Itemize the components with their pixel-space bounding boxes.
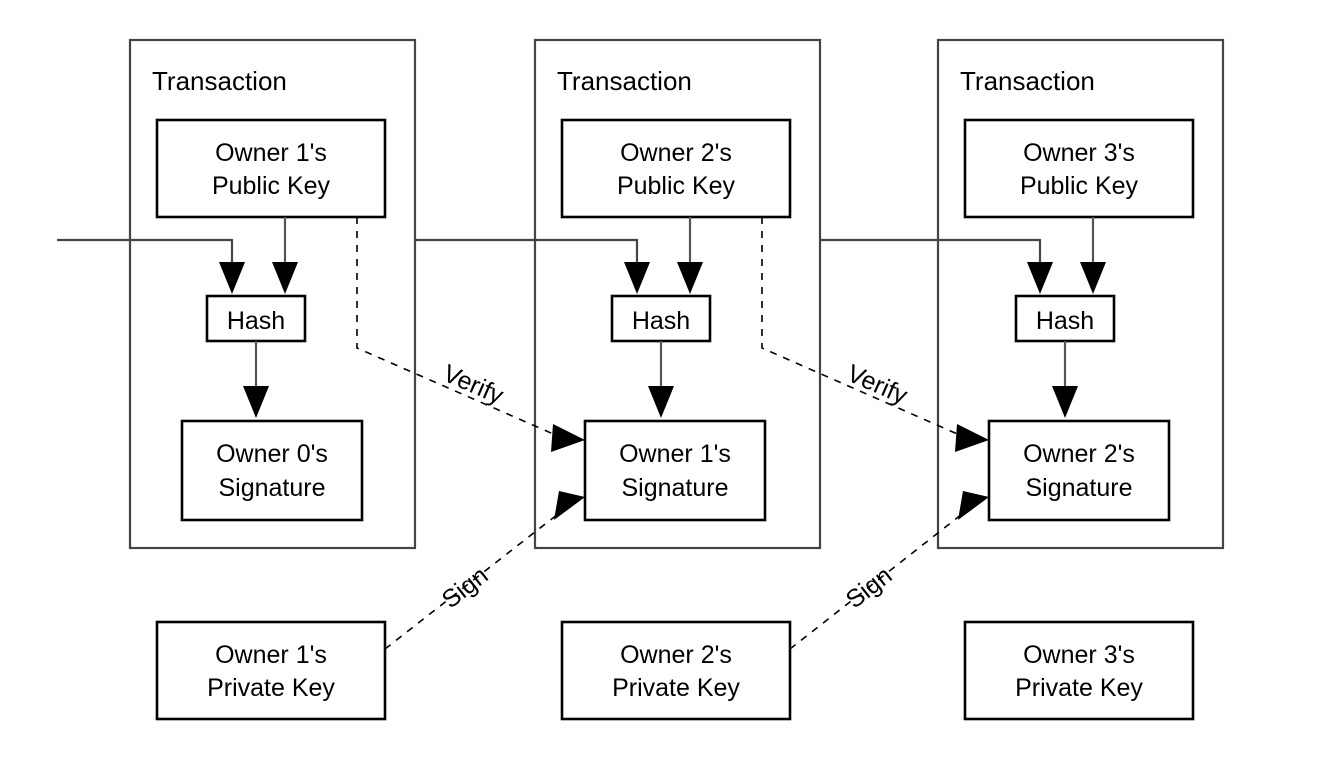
verify-edge-2	[761, 217, 972, 441]
arrow-verify-1	[551, 424, 585, 452]
private-key-1-box	[155, 620, 387, 721]
transaction-3-hash-label: Hash	[1036, 307, 1094, 335]
verify-label-2: Verify	[843, 359, 912, 410]
transaction-3-public-key-line2: Public Key	[1020, 172, 1139, 200]
transaction-1-public-key-line1: Owner 1's	[215, 139, 327, 167]
transaction-3-public-key-line1: Owner 3's	[1023, 139, 1135, 167]
arrow-verify-2	[955, 424, 989, 452]
arrow-public-key-2-to-hash	[677, 262, 703, 294]
arrow-hash-3-to-signature	[1052, 386, 1078, 418]
sign-edge-1	[384, 506, 568, 650]
private-key-1-line1: Owner 1's	[215, 641, 327, 669]
sign-edge-2	[789, 506, 972, 650]
transaction-3-hash-box	[1014, 294, 1116, 343]
transaction-2-public-key-box	[560, 118, 792, 219]
arrow-chain-to-hash-3	[1027, 262, 1053, 294]
chain-line-into-transaction-3	[820, 238, 1042, 262]
transaction-1-signature-line2: Signature	[218, 474, 325, 502]
chain-line-into-transaction-1	[57, 238, 234, 262]
arrow-hash-2-to-signature	[648, 386, 674, 418]
transaction-2-header: Transaction	[557, 66, 692, 96]
arrow-sign-2	[958, 491, 989, 520]
transaction-1-hash-label: Hash	[227, 307, 285, 335]
arrow-chain-to-hash-1	[219, 262, 245, 294]
private-key-3-line2: Private Key	[1015, 674, 1143, 702]
transaction-2-signature-box	[583, 419, 767, 522]
transaction-2-signature-line2: Signature	[621, 474, 728, 502]
transaction-3-public-key-box	[963, 118, 1195, 219]
arrow-sign-1	[554, 491, 585, 520]
transaction-1-signature-line1: Owner 0's	[216, 440, 328, 468]
arrow-public-key-1-to-hash	[272, 262, 298, 294]
transaction-3-signature-line1: Owner 2's	[1023, 440, 1135, 468]
private-key-3-box	[963, 620, 1195, 721]
private-key-2-line2: Private Key	[612, 674, 740, 702]
private-key-1-line2: Private Key	[207, 674, 335, 702]
transaction-2-hash-box	[610, 294, 712, 343]
sign-label-2: Sign	[841, 561, 898, 614]
transaction-1-public-key-box	[155, 118, 387, 219]
transaction-1-public-key-line2: Public Key	[212, 172, 331, 200]
transaction-3-header: Transaction	[960, 66, 1095, 96]
verify-label-1: Verify	[439, 359, 508, 410]
transaction-2-signature-line1: Owner 1's	[619, 440, 731, 468]
chain-line-into-transaction-2	[415, 238, 639, 262]
transaction-1-header: Transaction	[152, 66, 287, 96]
transaction-2-public-key-line2: Public Key	[617, 172, 736, 200]
transaction-2-hash-label: Hash	[632, 307, 690, 335]
transaction-2-public-key-line1: Owner 2's	[620, 139, 732, 167]
transaction-1-signature-box	[180, 419, 364, 522]
transaction-3-signature-box	[987, 419, 1171, 522]
private-key-2-box	[560, 620, 792, 721]
sign-label-1: Sign	[437, 561, 494, 614]
private-key-3-line1: Owner 3's	[1023, 641, 1135, 669]
arrow-public-key-3-to-hash	[1080, 262, 1106, 294]
arrow-hash-1-to-signature	[243, 386, 269, 418]
verify-edge-1	[356, 217, 568, 441]
private-key-2-line1: Owner 2's	[620, 641, 732, 669]
transaction-3-signature-line2: Signature	[1025, 474, 1132, 502]
arrow-chain-to-hash-2	[624, 262, 650, 294]
